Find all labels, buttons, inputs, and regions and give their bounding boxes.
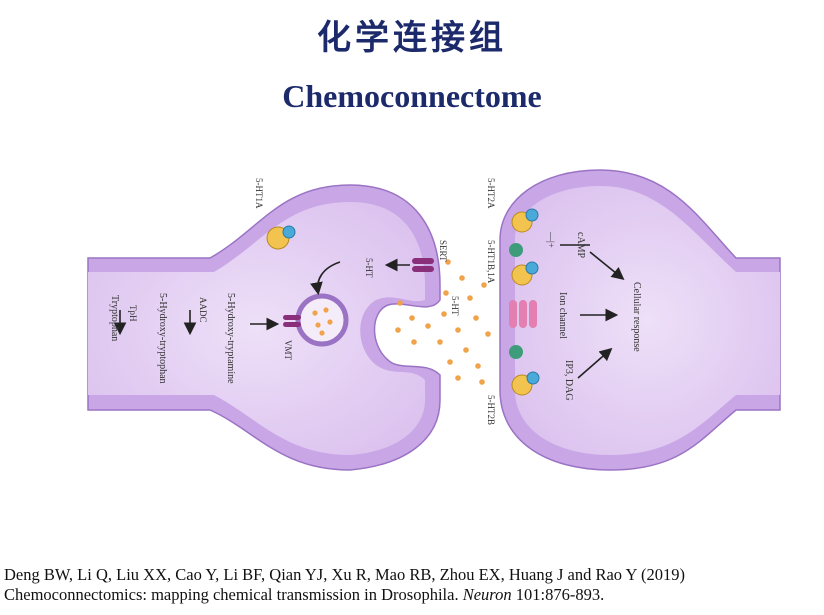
postsynaptic-cytoplasm (515, 186, 780, 455)
released-transmitter (395, 259, 491, 385)
citation-ref: 101:876-893. (515, 585, 605, 604)
label-5ht2b: 5-HT2B (486, 395, 496, 425)
sert-transporter (412, 258, 434, 272)
label-cellular-response: Cellular response (631, 282, 642, 352)
page-title-chinese: 化学连接组 (317, 18, 507, 58)
presynaptic-cytoplasm (88, 202, 425, 455)
label-sert: SERT (438, 240, 448, 262)
label-aadc: AADC (198, 297, 208, 323)
receptor-5ht1b-icon (509, 243, 539, 286)
citation-line-1: Deng BW, Li Q, Liu XX, Cao Y, Li BF, Qia… (4, 565, 685, 584)
label-5ht2a: 5-HT2A (486, 178, 496, 209)
receptor-5ht2b-icon (509, 345, 540, 396)
label-tph: TpH (128, 305, 138, 322)
label-5ht1a: 5-HT1A (254, 178, 264, 209)
label-ion-channel: Ion channel (557, 292, 568, 339)
citation-journal: Neuron (462, 585, 512, 604)
pathway-arrows (113, 244, 625, 379)
label-minus-plus: —|+ (546, 231, 556, 248)
citation-line-2: Chemoconnectomics: mapping chemical tran… (4, 585, 822, 605)
label-tryptophan: Tryptophan (109, 295, 120, 341)
ion-channel-icon (509, 300, 537, 328)
presynaptic-terminal (87, 184, 441, 471)
label-vmt: VMT (283, 340, 293, 361)
citation-title: Chemoconnectomics: mapping chemical tran… (4, 585, 459, 604)
page-title-english: Chemoconnectome (282, 78, 542, 114)
vmat-transporter (283, 315, 301, 327)
label-released-5ht: 5-HT (450, 296, 460, 316)
label-5ht1b: 5-HT1B,1A (486, 240, 496, 284)
citation: Deng BW, Li Q, Liu XX, Cao Y, Li BF, Qia… (4, 565, 822, 605)
label-reuptake-5ht: 5-HT (364, 258, 374, 278)
label-ip3-dag: IP3, DAG (563, 360, 574, 401)
synaptic-vesicle (295, 293, 349, 347)
label-5-hydroxy-tryptophan: 5-Hydroxy-tryptophan (157, 293, 168, 384)
label-camp: cAMP (575, 232, 586, 259)
label-5-hydroxy-tryptamine: 5-Hydroxy-tryptamine (225, 293, 236, 384)
receptor-5ht1a-icon (266, 225, 296, 250)
receptor-5ht2a-icon (511, 208, 539, 233)
